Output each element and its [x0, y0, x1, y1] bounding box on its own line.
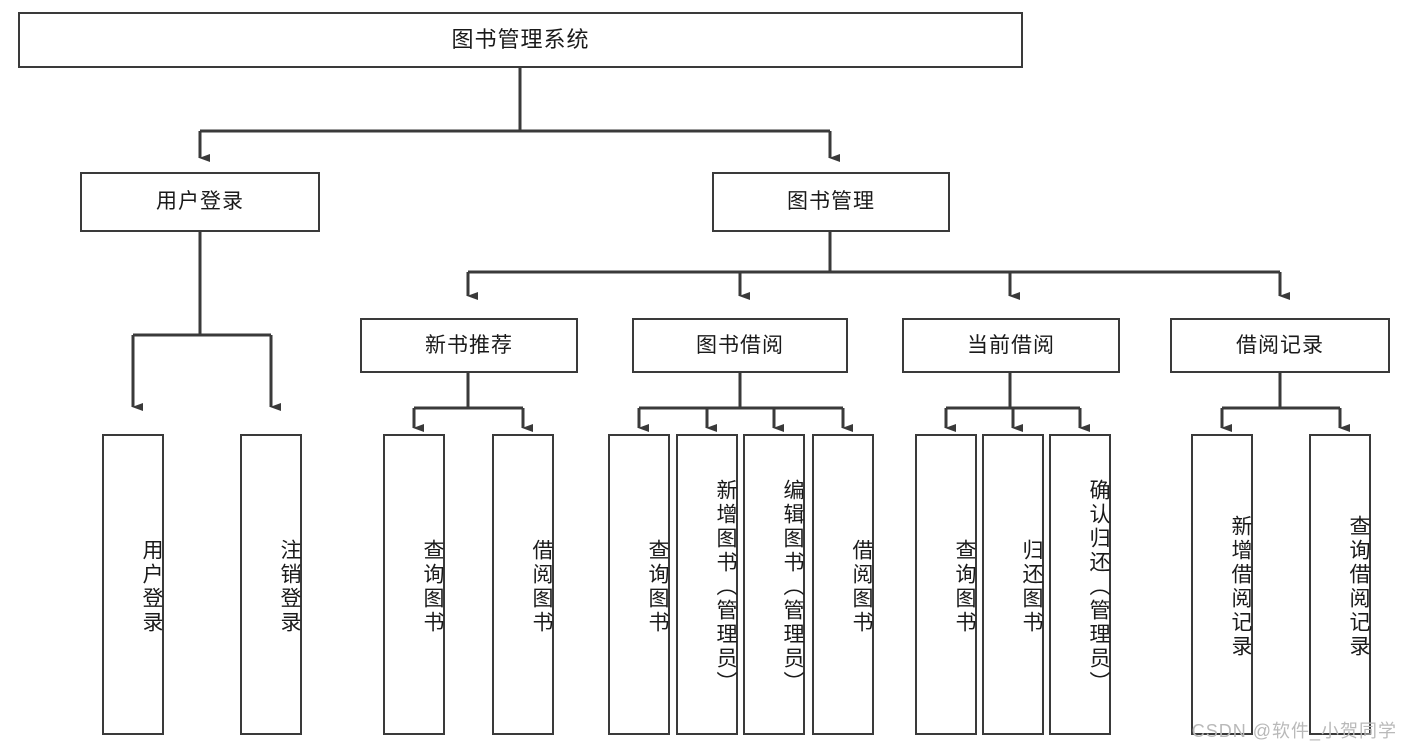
node-label: 查询图书 [646, 538, 669, 635]
leaf-return-book[interactable]: 归还图书 [982, 434, 1044, 735]
leaf-add-book-admin[interactable]: 新增图书（管理员） [676, 434, 738, 735]
leaf-query-borrow-record[interactable]: 查询借阅记录 [1309, 434, 1371, 735]
leaf-edit-book-admin[interactable]: 编辑图书（管理员） [743, 434, 805, 735]
leaf-borrow-book-recommend[interactable]: 借阅图书 [492, 434, 554, 735]
watermark: CSDN @软件_小贺同学 [1191, 721, 1397, 741]
node-label: 注销登录 [278, 538, 301, 635]
leaf-logout[interactable]: 注销登录 [240, 434, 302, 735]
node-label: 图书借阅 [696, 333, 784, 357]
node-label: 用户登录 [140, 538, 163, 635]
node-borrow-record[interactable]: 借阅记录 [1170, 318, 1390, 373]
node-label: 当前借阅 [967, 333, 1055, 357]
node-user-login[interactable]: 用户登录 [80, 172, 320, 232]
leaf-borrow-book[interactable]: 借阅图书 [812, 434, 874, 735]
node-label: 新书推荐 [425, 333, 513, 357]
node-book-management[interactable]: 图书管理 [712, 172, 950, 232]
leaf-add-borrow-record[interactable]: 新增借阅记录 [1191, 434, 1253, 735]
leaf-query-book-borrow[interactable]: 查询图书 [608, 434, 670, 735]
node-label: 编辑图书（管理员） [781, 478, 804, 695]
node-label: 归还图书 [1020, 538, 1043, 635]
node-root-library-system[interactable]: 图书管理系统 [18, 12, 1023, 68]
node-label: 查询借阅记录 [1347, 514, 1370, 659]
node-label: 用户登录 [156, 190, 244, 214]
node-label: 查询图书 [421, 538, 444, 635]
node-label: 图书管理系统 [451, 26, 590, 52]
node-label: 新增图书（管理员） [714, 478, 737, 695]
node-current-borrow[interactable]: 当前借阅 [902, 318, 1120, 373]
node-label: 图书管理 [787, 190, 875, 214]
leaf-query-book-recommend[interactable]: 查询图书 [383, 434, 445, 735]
node-label: 确认归还（管理员） [1087, 478, 1110, 695]
node-book-borrow[interactable]: 图书借阅 [632, 318, 848, 373]
node-label: 查询图书 [953, 538, 976, 635]
node-label: 新增借阅记录 [1229, 514, 1252, 659]
leaf-user-login[interactable]: 用户登录 [102, 434, 164, 735]
node-new-book-recommend[interactable]: 新书推荐 [360, 318, 578, 373]
leaf-confirm-return-admin[interactable]: 确认归还（管理员） [1049, 434, 1111, 735]
node-label: 借阅图书 [530, 538, 553, 635]
node-label: 借阅记录 [1236, 333, 1324, 357]
leaf-query-book-current[interactable]: 查询图书 [915, 434, 977, 735]
node-label: 借阅图书 [850, 538, 873, 635]
